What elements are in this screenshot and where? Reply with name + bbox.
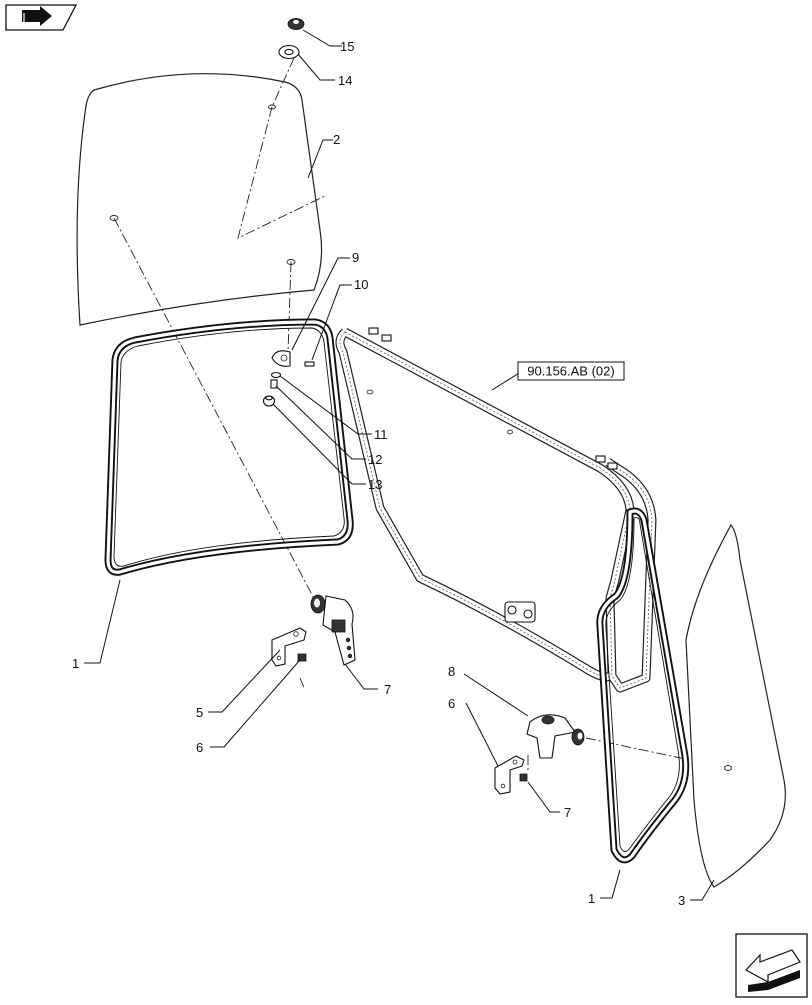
callout-14: 14: [338, 73, 352, 88]
top-glass-panel: [76, 73, 323, 326]
reference-label: 90.156.AB (02): [527, 364, 614, 379]
bracket-4: [271, 627, 307, 667]
screw-6-right: [519, 773, 528, 782]
right-door-frame: [335, 327, 657, 693]
callout-7: 7: [384, 682, 391, 697]
navigation-arrow-icon[interactable]: [735, 933, 808, 998]
right-glass-panel: [685, 523, 786, 888]
callout-9: 9: [352, 250, 359, 265]
callout-2: 2: [333, 132, 340, 147]
callout-5: 6: [448, 696, 455, 711]
callout-1-left: 1: [72, 656, 79, 671]
washer-11: [270, 371, 282, 379]
cap-13: [262, 395, 276, 407]
reference-box[interactable]: 90.156.AB (02): [517, 361, 625, 381]
frame-hinge-bracket: [504, 601, 536, 623]
callout-6-left: 6: [196, 740, 203, 755]
latch-8: [526, 714, 585, 759]
grommet-15: [287, 18, 305, 30]
callout-12: 12: [368, 452, 382, 467]
leader-lines: [84, 29, 715, 901]
callout-15: 15: [340, 39, 354, 54]
callout-4: 5: [196, 705, 203, 720]
latch-7: [310, 594, 356, 666]
callout-3: 3: [678, 893, 685, 908]
screw-10: [304, 361, 315, 367]
bracket-5: [494, 755, 525, 795]
screw-6-left: [297, 653, 307, 662]
washer-14: [278, 44, 300, 60]
callout-10: 10: [354, 277, 368, 292]
callout-6-right: 7: [564, 805, 571, 820]
clip-9: [271, 350, 291, 367]
callout-13: 13: [368, 477, 382, 492]
book-arrow-icon[interactable]: [5, 4, 78, 31]
pin-12: [270, 379, 278, 389]
callout-8: 8: [448, 664, 455, 679]
callout-1-right: 1: [588, 891, 595, 906]
right-window-seal: [596, 507, 690, 864]
callout-numbers: 15 14 2 9 10 11 12 13 1 8 7 6 5 6 7 1 3: [72, 39, 685, 908]
left-window-seal: [104, 318, 354, 576]
callout-11: 11: [374, 427, 388, 442]
